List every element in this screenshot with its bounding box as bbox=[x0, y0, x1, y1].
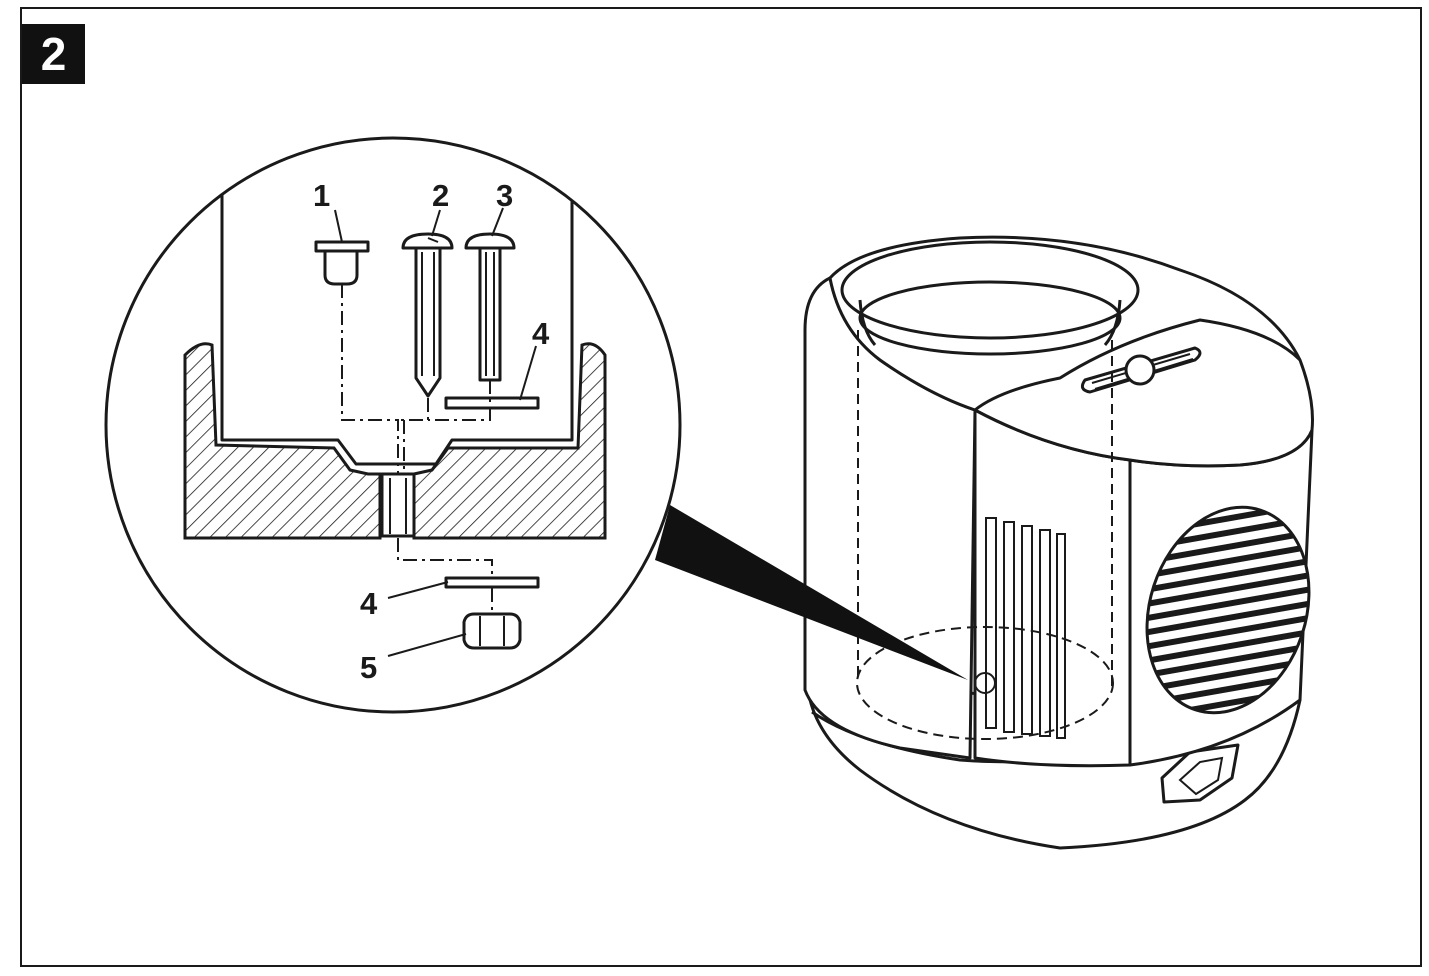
top-opening-inner bbox=[858, 280, 1122, 356]
callout-4-top: 4 bbox=[532, 316, 550, 351]
callout-4-bottom: 4 bbox=[360, 586, 378, 621]
callout-1: 1 bbox=[313, 178, 330, 213]
threaded-insert bbox=[380, 472, 416, 538]
front-vents bbox=[985, 517, 1066, 739]
figure-number-badge: 2 bbox=[22, 24, 85, 84]
device-top bbox=[828, 235, 1314, 468]
part-4-washer-top bbox=[444, 396, 540, 410]
section-view bbox=[183, 192, 607, 540]
part-1-plug bbox=[314, 240, 370, 286]
callout-2: 2 bbox=[432, 178, 449, 213]
callout-5: 5 bbox=[360, 650, 377, 685]
zoom-pointer bbox=[655, 505, 968, 680]
wall-section bbox=[183, 342, 382, 540]
side-grille bbox=[1145, 505, 1311, 715]
part-4-washer-bottom bbox=[444, 576, 540, 589]
callout-3: 3 bbox=[496, 178, 513, 213]
device-body-front bbox=[973, 408, 1132, 768]
heater-device bbox=[803, 235, 1314, 850]
part-5-hex-nut bbox=[462, 612, 522, 650]
detail-magnifier bbox=[106, 138, 680, 712]
top-opening-outer bbox=[840, 240, 1140, 340]
part-2-screw bbox=[401, 232, 454, 398]
magnifier-outline bbox=[104, 136, 682, 714]
